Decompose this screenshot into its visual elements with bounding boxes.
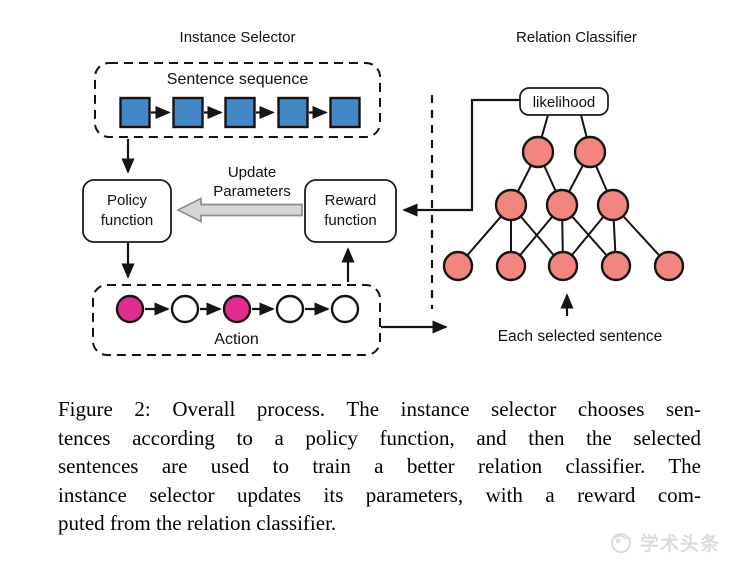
action-label: Action xyxy=(214,331,259,348)
sequence-node xyxy=(277,96,309,129)
classifier-node xyxy=(545,188,579,222)
action-node xyxy=(115,294,145,324)
watermark-text: 学术头条 xyxy=(640,534,721,555)
classifier-node xyxy=(573,135,607,169)
relation-classifier-title: Relation Classifier xyxy=(516,29,637,46)
likelihood-label: likelihood xyxy=(532,94,596,111)
caption-line: Figure 2: Overall process. The instance … xyxy=(58,397,701,421)
action-box xyxy=(92,284,381,356)
classifier-node xyxy=(495,250,527,282)
classifier-node xyxy=(596,188,630,222)
classifier-node xyxy=(547,250,579,282)
classifier-node xyxy=(494,188,528,222)
sequence-node xyxy=(329,96,361,129)
action-node xyxy=(330,294,360,324)
caption-line: puted from the relation classifier. xyxy=(58,511,337,535)
likelihood-box xyxy=(519,87,609,116)
caption-line: tences according to a policy function, a… xyxy=(58,425,701,450)
caption-line: sentences are used to train a better rel… xyxy=(58,454,701,478)
classifier-node xyxy=(521,135,555,169)
figure-caption: Figure 2: Overall process. The instance … xyxy=(58,395,701,538)
classifier-node xyxy=(600,250,632,282)
reward-input-arrow xyxy=(402,98,520,217)
sequence-node xyxy=(119,96,151,129)
caption-line: instance selector updates its parameters… xyxy=(58,482,701,507)
policy-function-label: Policy function xyxy=(100,192,154,229)
policy-function-box xyxy=(82,179,172,243)
sequence-node xyxy=(172,96,204,129)
update-parameters-label: Update Parameters xyxy=(213,164,291,200)
watermark: 学术头条 xyxy=(608,529,720,556)
sentence-sequence-box xyxy=(94,62,381,138)
action-node xyxy=(222,294,252,324)
reward-function-label: Reward function xyxy=(324,192,377,229)
classifier-nodes xyxy=(442,135,685,282)
sequence-nodes xyxy=(119,96,361,129)
action-node xyxy=(275,294,305,324)
classifier-node xyxy=(653,250,685,282)
instance-selector-title: Instance Selector xyxy=(179,29,296,46)
action-node xyxy=(170,294,200,324)
reward-function-box xyxy=(304,179,397,243)
each-selected-sentence-label: Each selected sentence xyxy=(497,328,663,345)
sentence-sequence-label: Sentence sequence xyxy=(166,71,309,88)
classifier-node xyxy=(442,250,474,282)
sequence-node xyxy=(224,96,256,129)
watermark-logo-icon xyxy=(611,532,631,553)
update-parameters-arrow xyxy=(176,197,303,223)
